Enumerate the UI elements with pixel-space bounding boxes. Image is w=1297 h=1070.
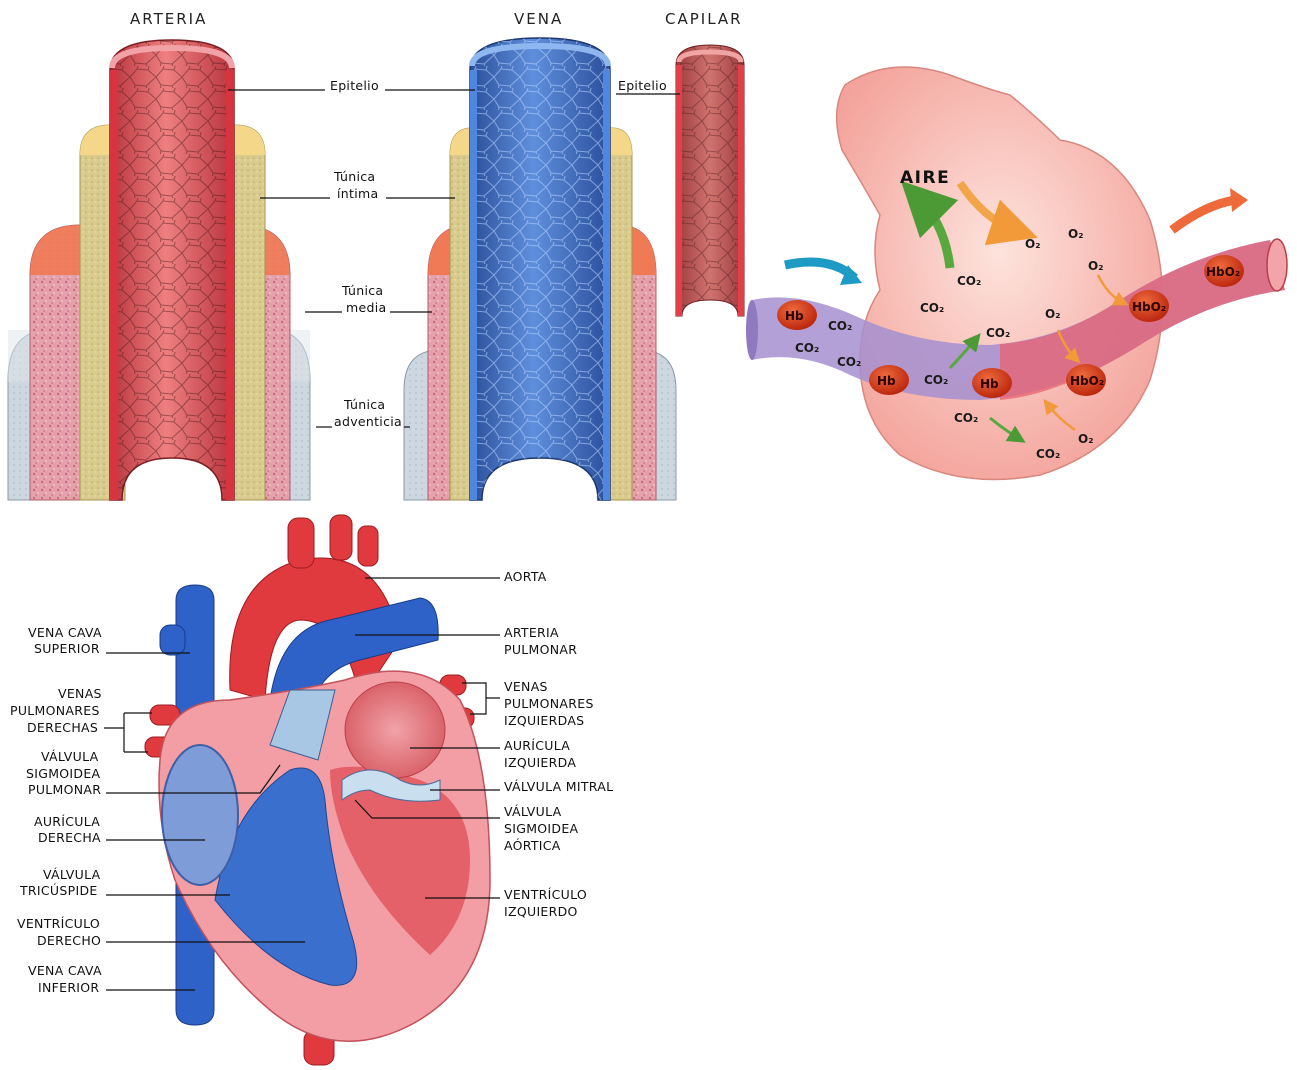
label-auricula-izq-1: AURÍCULA [504,738,570,753]
label-auricula-der-1: AURÍCULA [34,814,100,829]
label-vpd-2: PULMONARES [10,703,100,718]
label-tunica-adventicia-1: Túnica [343,397,385,412]
label-vcs-1: VENA CAVA [28,625,102,640]
capillary-title: CAPILAR [665,10,743,28]
capillary-diagram [676,45,744,316]
gas-co2-7: CO₂ [924,373,948,387]
cell-hbo2-3: HbO₂ [1206,265,1240,279]
gas-co2-4: CO₂ [828,319,852,333]
gas-co2-1: CO₂ [957,274,981,288]
label-vci-1: VENA CAVA [28,963,102,978]
label-tricuspide-2: TRICÚSPIDE [19,883,98,898]
label-ventriculo-der-1: VENTRÍCULO [17,916,100,931]
label-capillary-epitelio: Epitelio [618,78,667,93]
label-vci-2: INFERIOR [38,980,99,995]
heart-diagram: AORTA ARTERIA PULMONAR VENAS PULMONARES … [10,515,613,1065]
label-aorta: AORTA [504,569,547,584]
label-vsa-3: AÓRTICA [504,838,561,853]
gas-o2-2: O₂ [1068,227,1083,241]
gas-co2-8: CO₂ [954,411,978,425]
label-tunica-intima-1: Túnica [333,169,375,184]
gas-co2-9: CO₂ [1036,447,1060,461]
gas-co2-6: CO₂ [837,355,861,369]
gas-o2-1: O₂ [1025,237,1040,251]
label-tricuspide-1: VÁLVULA [43,867,101,882]
label-vpi-1: VENAS [504,679,548,694]
gas-co2-3: CO₂ [986,326,1010,340]
label-tunica-media-2: media [346,300,386,315]
vessel-cross-sections: ARTERIA VENA CAPILAR [8,10,744,500]
cell-hbo2-2: HbO₂ [1132,300,1166,314]
label-vsp-1: VÁLVULA [41,749,99,764]
label-vcs-2: SUPERIOR [34,641,100,656]
label-auricula-izq-2: IZQUIERDA [504,755,576,770]
label-tunica-intima-2: íntima [337,186,378,201]
label-epitelio: Epitelio [330,78,379,93]
label-valvula-mitral: VÁLVULA MITRAL [504,779,613,794]
label-arteria-pulmonar-2: PULMONAR [504,642,577,657]
label-tunica-adventicia-2: adventicia [334,414,402,429]
label-ventriculo-der-2: DERECHO [37,933,101,948]
label-arteria-pulmonar-1: ARTERIA [504,625,559,640]
cell-hbo2-1: HbO₂ [1070,374,1104,388]
label-auricula-der-2: DERECHA [38,830,101,845]
label-ventriculo-izq-1: VENTRÍCULO [504,887,587,902]
gas-co2-2: CO₂ [920,301,944,315]
alveolus-sac [837,67,1163,480]
blood-out-arrow [1172,200,1235,230]
label-aire: AIRE [900,168,950,188]
label-vpi-3: IZQUIERDAS [504,713,584,728]
gas-co2-5: CO₂ [795,341,819,355]
gas-o2-4: O₂ [1045,307,1060,321]
label-vsp-2: SIGMOIDEA [26,766,101,781]
cell-hb-3: Hb [980,377,999,391]
label-vpd-3: DERECHAS [27,720,98,735]
gas-o2-5: O₂ [1078,432,1093,446]
left-atrium [345,682,445,778]
vein-title: VENA [514,10,563,28]
label-vsa-2: SIGMOIDEA [504,821,579,836]
cell-hb-2: Hb [877,374,896,388]
label-vpi-2: PULMONARES [504,696,594,711]
label-vsp-3: PULMONAR [28,782,101,797]
cell-hb-1: Hb [785,309,804,323]
artery-title: ARTERIA [130,10,207,28]
artery-diagram [8,40,310,500]
label-tunica-media-1: Túnica [341,283,383,298]
vein-diagram [404,38,676,500]
gas-o2-3: O₂ [1088,259,1103,273]
label-ventriculo-izq-2: IZQUIERDO [504,904,578,919]
label-vpd-1: VENAS [58,686,102,701]
label-vsa-1: VÁLVULA [504,804,562,819]
right-atrium [162,745,238,885]
alveolus-diagram: Hb Hb Hb HbO₂ HbO₂ HbO₂ AIRE O₂ O₂ O₂ [746,67,1287,480]
